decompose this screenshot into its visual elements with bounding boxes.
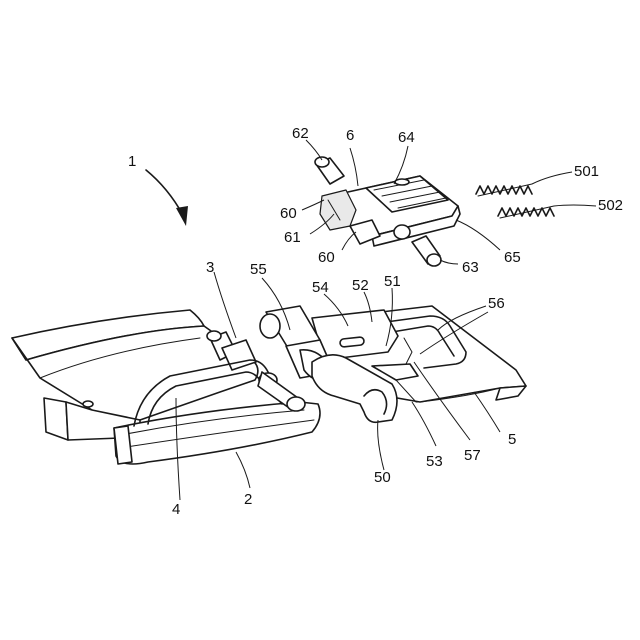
label-4: 4 xyxy=(172,501,180,518)
assembly-arrow xyxy=(146,170,188,226)
top-plate-6 xyxy=(320,176,460,246)
label-6: 6 xyxy=(346,127,354,144)
pin-62 xyxy=(315,157,344,184)
spring-501 xyxy=(476,184,532,196)
label-56: 56 xyxy=(488,295,505,312)
label-53: 53 xyxy=(426,453,443,470)
spring-502 xyxy=(498,206,554,218)
label-55: 55 xyxy=(250,261,267,278)
label-51: 51 xyxy=(384,273,401,290)
label-5: 5 xyxy=(508,431,516,448)
label-64: 64 xyxy=(398,129,415,146)
label-62: 62 xyxy=(292,125,309,142)
label-52: 52 xyxy=(352,277,369,294)
label-502: 502 xyxy=(598,197,623,214)
label-63: 63 xyxy=(462,259,479,276)
label-60-upper: 60 xyxy=(280,205,297,222)
label-65: 65 xyxy=(504,249,521,266)
label-2: 2 xyxy=(244,491,252,508)
label-61: 61 xyxy=(284,229,301,246)
label-57: 57 xyxy=(464,447,481,464)
label-501: 501 xyxy=(574,163,599,180)
label-50: 50 xyxy=(374,469,391,486)
label-3: 3 xyxy=(206,259,214,276)
label-60-lower: 60 xyxy=(318,249,335,266)
label-54: 54 xyxy=(312,279,329,296)
label-1: 1 xyxy=(128,153,136,170)
pin-63 xyxy=(412,236,441,266)
